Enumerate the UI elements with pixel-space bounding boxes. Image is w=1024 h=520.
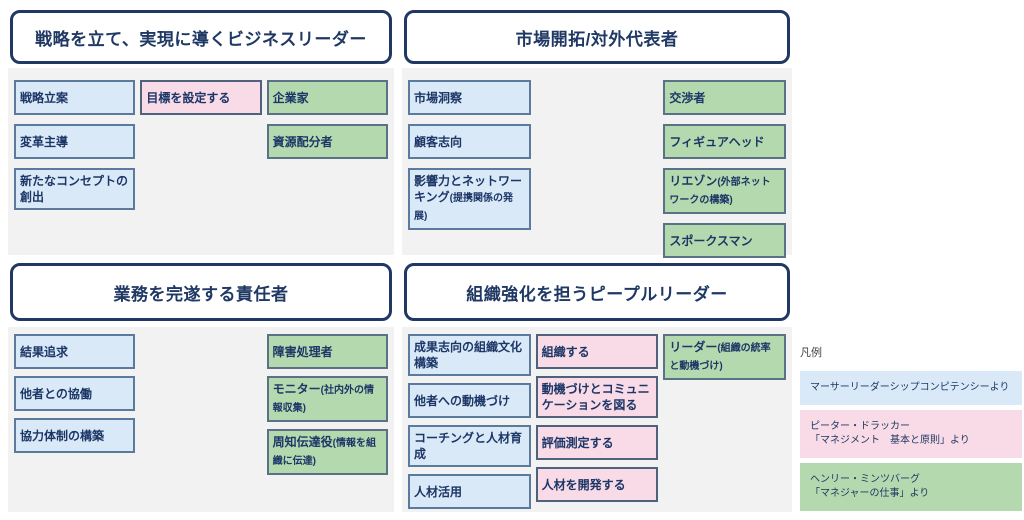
competency-tag-label: 人材活用 xyxy=(414,484,463,499)
tag-column: リーダー(組織の統率と動機づけ) xyxy=(663,334,786,380)
competency-tag: 障害処理者 xyxy=(266,334,388,369)
tag-column: 市場洞察顧客志向影響力とネットワーキング(提携関係の発展) xyxy=(408,80,531,230)
quadrant-body: 市場洞察顧客志向影響力とネットワーキング(提携関係の発展) 交渉者フィギュアヘッド… xyxy=(402,68,792,258)
legend-item: ヘンリー・ミンツバーグ 「マネジャーの仕事」より xyxy=(800,463,1022,511)
competency-tag: 資源配分者 xyxy=(266,124,388,159)
competency-tag: 他者への動機づけ xyxy=(408,383,531,418)
legend-items: マーサーリーダーシップコンピテンシーよりピーター・ドラッカー 「マネジメント 基… xyxy=(800,371,1022,511)
competency-tag: 交渉者 xyxy=(663,80,786,115)
quadrant-business-leader: 戦略を立て、実現に導くビジネスリーダー 戦略立案変革主導新たなコンセプトの創出目… xyxy=(8,10,394,255)
competency-tag: モニター(社内外の情報収集) xyxy=(266,376,388,422)
competency-tag: スポークスマン xyxy=(663,223,786,258)
competency-tag-label: リエゾン(外部ネットワークの構築) xyxy=(669,174,771,206)
competency-tag-label: 組織する xyxy=(541,344,590,359)
competency-tag: 人材を開発する xyxy=(535,467,659,502)
tag-column: 戦略立案変革主導新たなコンセプトの創出 xyxy=(14,80,136,210)
tag-column: 成果志向の組織文化構築他者への動機づけコーチングと人材育成人材活用 xyxy=(408,334,531,509)
competency-tag-label: 交渉者 xyxy=(669,90,706,105)
competency-tag: リーダー(組織の統率と動機づけ) xyxy=(663,334,786,380)
tag-column: 障害処理者モニター(社内外の情報収集) 周知伝達役(情報を組織に伝達) xyxy=(266,334,388,475)
competency-tag: 評価測定する xyxy=(535,425,659,460)
legend: 凡例 マーサーリーダーシップコンピテンシーよりピーター・ドラッカー 「マネジメン… xyxy=(800,344,1022,516)
competency-tag: 組織する xyxy=(535,334,659,369)
legend-item: マーサーリーダーシップコンピテンシーより xyxy=(800,371,1022,405)
competency-tag: 変革主導 xyxy=(14,124,136,159)
quadrant-body: 成果志向の組織文化構築他者への動機づけコーチングと人材育成人材活用組織する動機づ… xyxy=(402,327,792,512)
legend-title: 凡例 xyxy=(800,347,822,359)
competency-tag: 影響力とネットワーキング(提携関係の発展) xyxy=(408,168,531,230)
quadrant-title: 市場開拓/対外代表者 xyxy=(404,10,790,64)
competency-tag-label: 資源配分者 xyxy=(272,134,333,149)
competency-tag: 他者との協働 xyxy=(14,376,136,411)
legend-item: ピーター・ドラッカー 「マネジメント 基本と原則」より xyxy=(800,410,1022,458)
quadrant-body: 結果追求他者との協働協力体制の構築 障害処理者モニター(社内外の情報収集) 周知伝達… xyxy=(8,327,394,512)
competency-tag-label: 影響力とネットワーキング(提携関係の発展) xyxy=(414,174,523,222)
competency-tag: コーチングと人材育成 xyxy=(408,425,531,467)
competency-tag-label: 評価測定する xyxy=(541,435,614,450)
competency-tag-label: スポークスマン xyxy=(669,233,753,248)
competency-tag: 目標を設定する xyxy=(140,80,262,115)
quadrant-title: 業務を完遂する責任者 xyxy=(10,263,392,321)
tag-column: 企業家資源配分者 xyxy=(266,80,388,159)
competency-tag: 成果志向の組織文化構築 xyxy=(408,334,531,376)
competency-tag-label: 動機づけとコミュニケーションを図る xyxy=(541,382,650,412)
quadrant-title: 戦略を立て、実現に導くビジネスリーダー xyxy=(10,10,392,64)
competency-tag-label: フィギュアヘッド xyxy=(669,134,765,149)
competency-tag-label: 成果志向の組織文化構築 xyxy=(414,340,523,370)
tag-column: 交渉者フィギュアヘッドリエゾン(外部ネットワークの構築) スポークスマン xyxy=(663,80,786,258)
quadrant-title: 組織強化を担うピープルリーダー xyxy=(404,263,790,321)
competency-tag-label: 顧客志向 xyxy=(414,134,463,149)
competency-tag: 企業家 xyxy=(266,80,388,115)
competency-tag-label: 市場洞察 xyxy=(414,90,463,105)
competency-tag-label: 目標を設定する xyxy=(146,90,231,105)
competency-tag: 戦略立案 xyxy=(14,80,136,115)
competency-tag-label: コーチングと人材育成 xyxy=(414,431,523,461)
tag-column: 組織する動機づけとコミュニケーションを図る評価測定する人材を開発する xyxy=(535,334,659,502)
quadrant-people-leader: 組織強化を担うピープルリーダー 成果志向の組織文化構築他者への動機づけコーチング… xyxy=(402,263,792,512)
competency-tag-label: 障害処理者 xyxy=(272,344,333,359)
competency-tag: 結果追求 xyxy=(14,334,136,369)
competency-tag-label: 変革主導 xyxy=(20,134,69,149)
competency-tag: 動機づけとコミュニケーションを図る xyxy=(535,376,659,418)
competency-tag-label: モニター(社内外の情報収集) xyxy=(272,382,375,414)
competency-tag-label: 他者との協働 xyxy=(20,386,92,401)
competency-tag: 顧客志向 xyxy=(408,124,531,159)
competency-tag-label: 協力体制の構築 xyxy=(20,428,105,443)
competency-tag-label: 人材を開発する xyxy=(541,477,626,492)
competency-tag-label: 周知伝達役(情報を組織に伝達) xyxy=(272,435,377,467)
competency-tag: 市場洞察 xyxy=(408,80,531,115)
quadrant-market-representative: 市場開拓/対外代表者 市場洞察顧客志向影響力とネットワーキング(提携関係の発展)… xyxy=(402,10,792,258)
competency-tag: 新たなコンセプトの創出 xyxy=(14,168,136,210)
competency-tag-label: 企業家 xyxy=(272,90,309,105)
competency-tag: 周知伝達役(情報を組織に伝達) xyxy=(266,429,388,475)
quadrant-task-completer: 業務を完遂する責任者 結果追求他者との協働協力体制の構築 障害処理者モニター(社内… xyxy=(8,263,394,512)
competency-tag-label: 他者への動機づけ xyxy=(414,393,511,408)
competency-tag: フィギュアヘッド xyxy=(663,124,786,159)
quadrant-body: 戦略立案変革主導新たなコンセプトの創出目標を設定する企業家資源配分者 xyxy=(8,68,394,255)
competency-tag-label: リーダー(組織の統率と動機づけ) xyxy=(669,340,771,372)
competency-tag: リエゾン(外部ネットワークの構築) xyxy=(663,168,786,214)
tag-column: 目標を設定する xyxy=(140,80,262,115)
competency-tag: 人材活用 xyxy=(408,474,531,509)
tag-column: 結果追求他者との協働協力体制の構築 xyxy=(14,334,136,453)
competency-tag-label: 戦略立案 xyxy=(20,90,69,105)
competency-tag-label: 新たなコンセプトの創出 xyxy=(20,174,129,204)
competency-tag-label: 結果追求 xyxy=(20,344,69,359)
competency-tag: 協力体制の構築 xyxy=(14,418,136,453)
